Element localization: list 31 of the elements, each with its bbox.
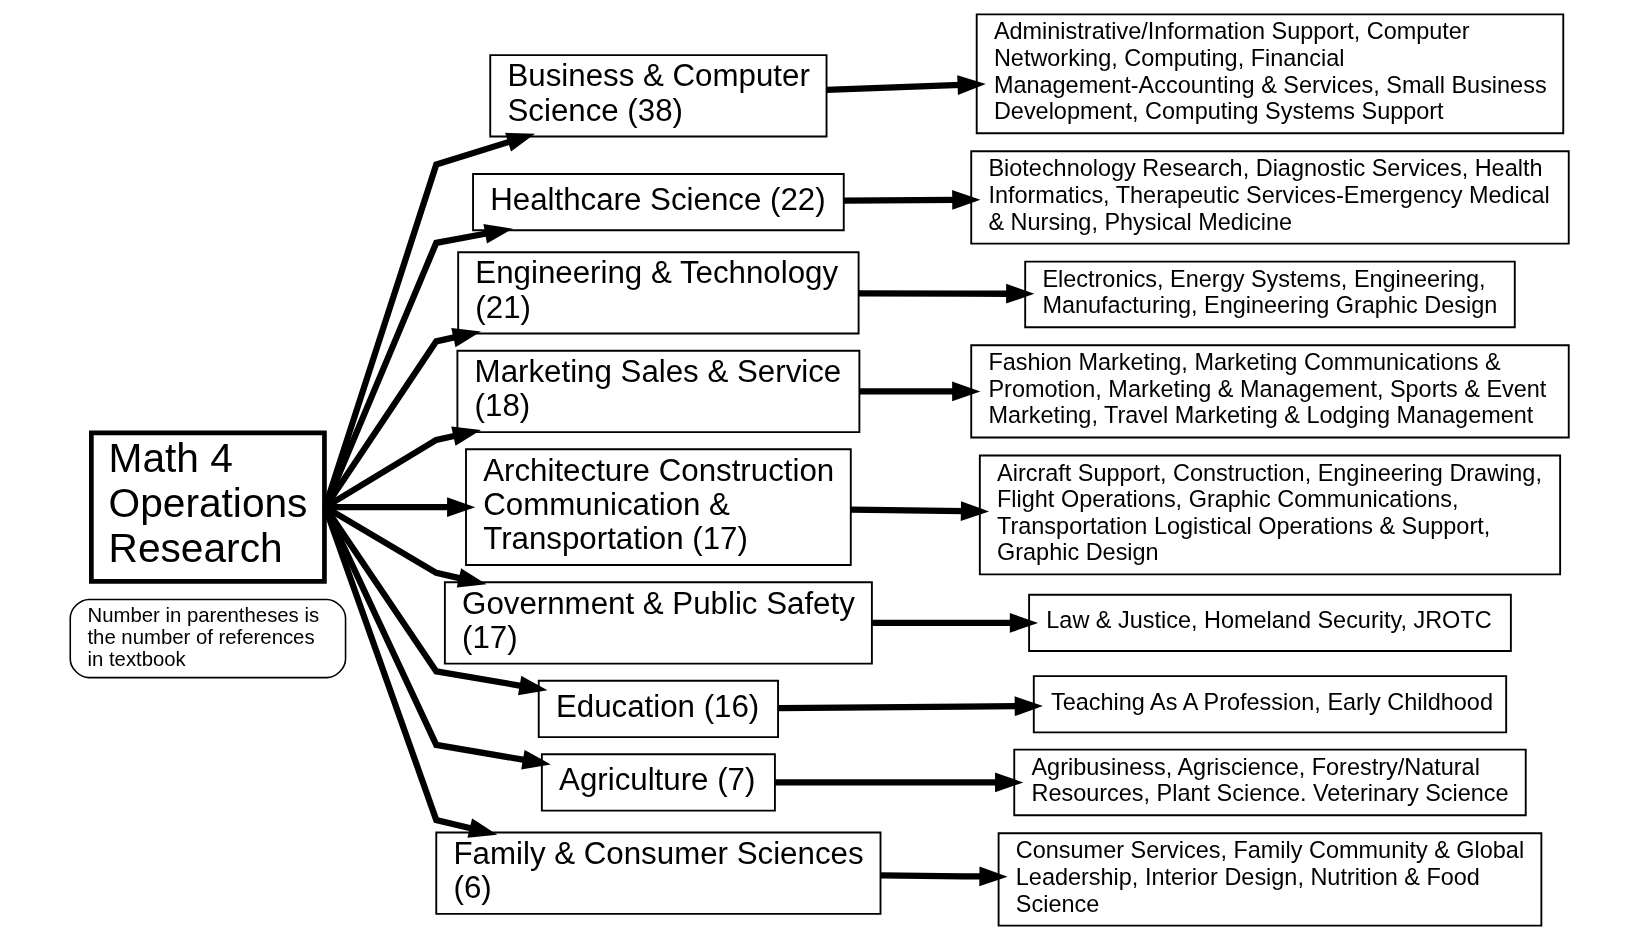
arrow — [843, 190, 981, 210]
node-box: Law & Justice, Homeland Security, JROTC — [1028, 593, 1512, 652]
node-box: Electronics, Energy Systems, Engineering, Manufacturing, Engineering Graphic Design — [1024, 260, 1516, 329]
node-box: Administrative/Information Support, Computer Networking, Computing, Financial Management-Accounting & Services, Small Business Development, Computing Systems Support — [975, 13, 1565, 135]
node-box: Agribusiness, Agriscience, Forestry/Natural Resources, Plant Science. Veterinary Science — [1013, 748, 1527, 817]
arrow — [778, 696, 1043, 717]
node-box: Healthcare Science (22) — [472, 173, 845, 232]
arrow — [826, 75, 986, 95]
node-box: Consumer Services, Family Community & Global Leadership, Interior Design, Nutrition & Food Science — [997, 832, 1543, 927]
arrow — [322, 506, 498, 838]
node-box: Government & Public Safety (17) — [443, 581, 873, 665]
arrow — [871, 613, 1039, 633]
node-box: Education (16) — [537, 679, 779, 739]
node-box: Architecture Construction Communication & Transportation (17) — [465, 448, 852, 566]
node-box: Number in parentheses is the number of references in textbook — [69, 598, 347, 679]
node-box: Business & Computer Science (38) — [489, 54, 828, 138]
arrow — [880, 866, 1008, 887]
node-box: Engineering & Technology (21) — [457, 251, 860, 335]
arrow — [775, 772, 1024, 793]
node-box: Agriculture (7) — [540, 753, 776, 812]
node-box: Marketing Sales & Service (18) — [456, 349, 861, 433]
node-box: Math 4 Operations Research — [89, 430, 327, 584]
node-box: Fashion Marketing, Marketing Communications & Promotion, Marketing & Management, Sports & Event Marketing, Travel Marketing & Lodging Management — [970, 344, 1570, 439]
arrow — [859, 381, 981, 402]
arrow — [850, 501, 990, 521]
arrow — [322, 132, 536, 509]
node-box: Family & Consumer Sciences (6) — [435, 831, 882, 915]
arrow — [858, 283, 1035, 304]
node-box: Teaching As A Profession, Early Childhood — [1032, 675, 1508, 734]
node-box: Biotechnology Research, Diagnostic Services, Health Informatics, Therapeutic Services-Emergency Medical & Nursing, Physical Medicine — [970, 150, 1570, 245]
node-box: Aircraft Support, Construction, Engineering Drawing, Flight Operations, Graphic Communications, Transportation Logistical Operations & Support, Graphic Design — [978, 454, 1562, 576]
